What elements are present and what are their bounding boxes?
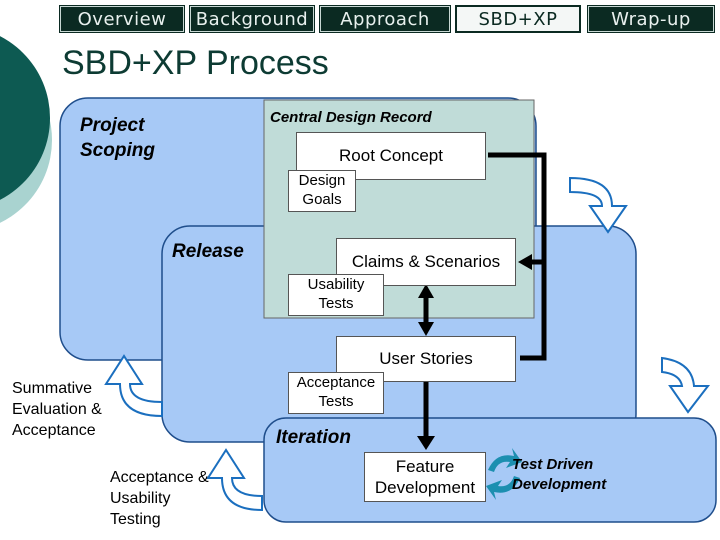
tdd-arrow-bottom — [486, 476, 520, 500]
tab-wrap-up[interactable]: Wrap-up — [587, 5, 715, 33]
iteration-label: Iteration — [276, 427, 351, 448]
project-scoping-label: Project Scoping — [80, 115, 155, 161]
tab-approach[interactable]: Approach — [319, 5, 451, 33]
connector-claims-to-stories — [520, 262, 547, 361]
release-label: Release — [172, 241, 244, 262]
connector-root-arrowhead — [518, 254, 532, 270]
connector-root-to-claims — [488, 152, 547, 265]
cycle-arrow-left-bottom — [206, 448, 263, 512]
tab-background[interactable]: Background — [189, 5, 315, 33]
acceptance-usability-testing-label: Acceptance & Usability Testing — [110, 469, 209, 528]
cycle-arrow-right-top — [569, 176, 628, 234]
feature-development-box: Feature Development — [364, 452, 486, 502]
central-design-record-label: Central Design Record — [270, 109, 432, 126]
cycle-arrow-left-top — [104, 354, 163, 418]
summative-evaluation-label: Summative Evaluation & Acceptance — [12, 380, 102, 439]
tab-overview[interactable]: Overview — [59, 5, 185, 33]
connector-up-arrowhead — [418, 284, 434, 298]
design-goals-box: Design Goals — [288, 170, 356, 212]
decor-circle-dark — [0, 36, 50, 200]
connector-down-arrowhead — [418, 322, 434, 336]
test-driven-development-label: Test Driven Development — [512, 456, 607, 493]
connector-feature-arrowhead — [417, 436, 435, 450]
claims-scenarios-box: Claims & Scenarios — [336, 238, 516, 286]
slide-title: SBD+XP Process — [62, 44, 329, 82]
acceptance-tests-box: Acceptance Tests — [288, 372, 384, 414]
usability-tests-box: Usability Tests — [288, 274, 384, 316]
tdd-arrow-top — [488, 448, 522, 472]
tab-sbd-xp[interactable]: SBD+XP — [455, 5, 581, 33]
cycle-arrow-right-mid — [661, 356, 711, 414]
